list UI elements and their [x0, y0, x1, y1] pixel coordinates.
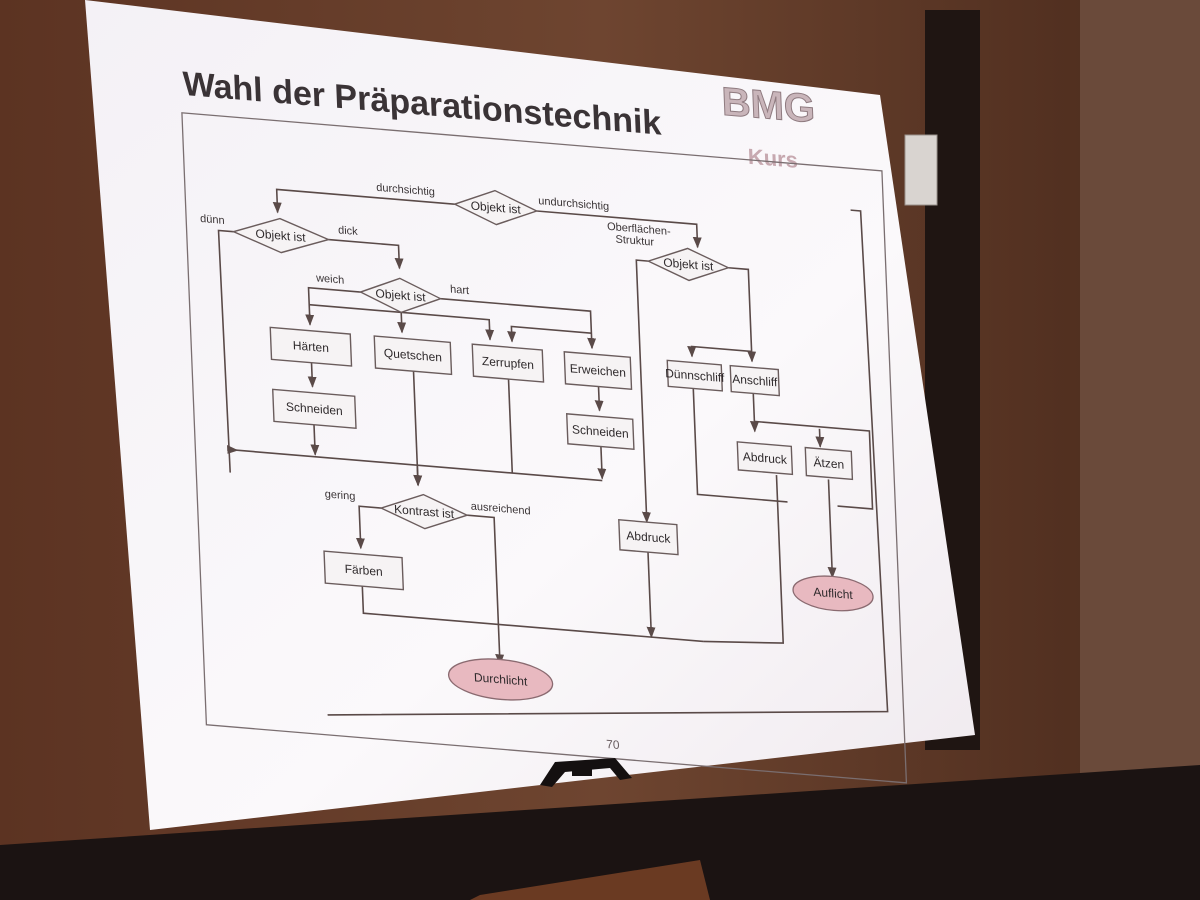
page-number: 70 — [606, 737, 620, 752]
right-wall-panel — [1080, 0, 1200, 780]
terminal-auflicht: Auflicht — [792, 575, 874, 612]
label-hart: hart — [450, 284, 469, 298]
svg-text:Kontrast ist: Kontrast ist — [394, 502, 455, 521]
svg-text:Härten: Härten — [293, 338, 330, 355]
node-abdruck-outer: Abdruck — [618, 519, 679, 556]
node-duennschliff: Dünnschliff — [665, 359, 725, 392]
screen-clip — [540, 758, 632, 787]
svg-text:Schneiden: Schneiden — [286, 399, 343, 418]
decision-surface: Objekt ist — [646, 247, 731, 282]
svg-text:Objekt ist: Objekt ist — [255, 227, 306, 245]
decision-hardness: Objekt ist — [358, 277, 443, 314]
lower-dark-area — [0, 765, 1200, 900]
svg-text:Quetschen: Quetschen — [384, 346, 443, 365]
svg-text:Objekt ist: Objekt ist — [663, 255, 714, 273]
logo-bmg: BMG — [721, 80, 816, 132]
svg-text:Färben: Färben — [344, 562, 383, 579]
node-quetschen: Quetschen — [373, 335, 453, 376]
svg-text:Auflicht: Auflicht — [813, 585, 854, 602]
node-schneiden-left: Schneiden — [271, 388, 357, 429]
projection-screen — [85, 0, 975, 830]
decision-top: Objekt ist — [452, 189, 539, 226]
terminal-durchlicht: Durchlicht — [447, 658, 554, 701]
svg-text:Anschliff: Anschliff — [732, 372, 778, 390]
label-struktur: Struktur — [615, 233, 654, 248]
node-erweichen: Erweichen — [563, 351, 633, 391]
label-durchsichtig: durchsichtig — [376, 182, 435, 199]
diagram-frame — [181, 112, 908, 784]
svg-text:Schneiden: Schneiden — [572, 422, 629, 441]
desk-edge — [470, 860, 710, 900]
label-ausreichend: ausreichend — [471, 501, 531, 518]
wall-switch — [904, 134, 938, 206]
label-oberflaechen: Oberflächen- — [607, 221, 671, 238]
node-anschliff: Anschliff — [729, 364, 781, 397]
node-abdruck-inner: Abdruck — [736, 441, 794, 476]
label-undurchsichtig: undurchsichtig — [538, 195, 609, 213]
label-dick: dick — [338, 224, 359, 238]
diagram-edges — [217, 188, 889, 716]
logo-kurs: Kurs — [747, 144, 798, 173]
svg-text:Abdruck: Abdruck — [626, 528, 672, 546]
svg-text:Abdruck: Abdruck — [743, 449, 789, 467]
label-gering: gering — [325, 488, 356, 503]
svg-text:Ätzen: Ätzen — [813, 455, 844, 472]
label-duenn: dünn — [200, 213, 225, 227]
node-zerzupfen: Zerrupfen — [471, 343, 545, 383]
svg-text:Erweichen: Erweichen — [570, 361, 627, 380]
node-schneiden-right: Schneiden — [565, 413, 635, 451]
label-weich: weich — [315, 272, 345, 286]
node-aetzen: Ätzen — [804, 446, 854, 481]
decision-contrast: Kontrast ist — [379, 493, 470, 530]
node-haerten: Härten — [269, 326, 353, 367]
decision-thickness: Objekt ist — [231, 217, 331, 254]
svg-text:Objekt ist: Objekt ist — [375, 286, 426, 304]
svg-text:Objekt ist: Objekt ist — [470, 199, 521, 217]
svg-text:Zerrupfen: Zerrupfen — [482, 354, 535, 372]
svg-text:Dünnschliff: Dünnschliff — [665, 366, 725, 385]
node-faerben: Färben — [323, 550, 405, 591]
svg-text:Durchlicht: Durchlicht — [474, 670, 529, 688]
